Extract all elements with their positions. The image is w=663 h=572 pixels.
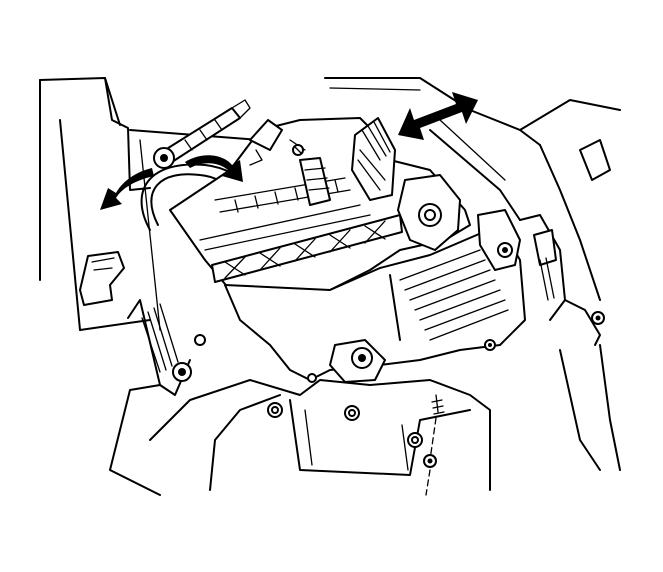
double-headed-arrow-icon — [398, 92, 478, 140]
lower-tray — [149, 344, 621, 491]
ecm-base-plate — [224, 224, 526, 381]
center-mount-boss — [329, 339, 386, 383]
retaining-stud — [423, 394, 445, 496]
ecm-connector — [351, 117, 396, 201]
ecm-mounting-ear — [397, 174, 461, 251]
right-small-tab — [579, 139, 611, 181]
removal-bolt — [153, 99, 251, 169]
rear-upper-panel — [324, 77, 621, 301]
curved-arrow-icon — [185, 155, 243, 182]
right-ribbed-bracket — [519, 214, 605, 346]
left-panel-vent — [79, 251, 125, 306]
left-ribbed-bracket — [109, 299, 206, 496]
small-screw — [292, 144, 304, 156]
right-mount-bracket — [307, 209, 521, 383]
curved-arrow-icon — [100, 168, 154, 210]
